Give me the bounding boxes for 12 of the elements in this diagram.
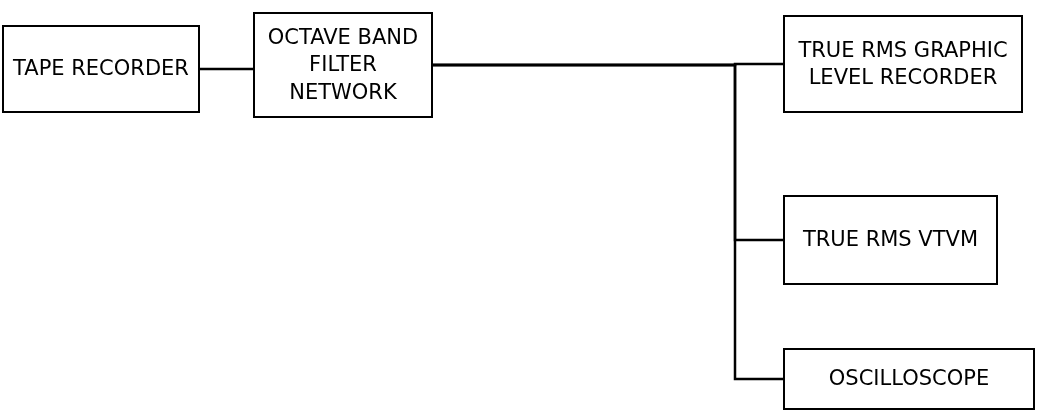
process-box <box>2 25 200 113</box>
connector-line <box>200 67 253 71</box>
box-label: TAPE RECORDER <box>13 55 189 83</box>
process-box <box>783 348 1035 410</box>
box-label: OCTAVE BAND FILTER NETWORK <box>266 24 420 106</box>
process-box <box>783 195 998 285</box>
box-label: OSCILLOSCOPE <box>828 365 990 393</box>
connector-line <box>433 63 783 381</box>
box-label: TRUE RMS VTVM <box>802 226 979 254</box>
box-label: TRUE RMS GRAPHIC LEVEL RECORDER <box>797 36 1009 91</box>
process-box <box>253 12 433 118</box>
process-box <box>783 15 1023 113</box>
